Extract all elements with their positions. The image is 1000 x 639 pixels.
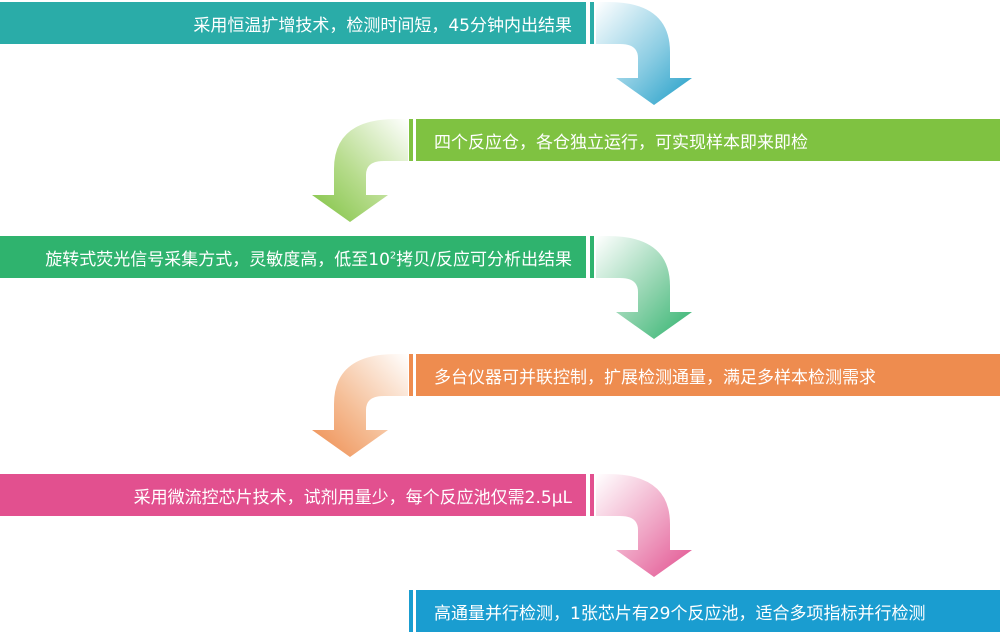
step-3-text-main: 旋转式荧光信号采集方式，灵敏度高，低至10 [45,249,390,270]
step-5-bar: 采用微流控芯片技术，试剂用量少，每个反应池仅需2.5μL [0,474,586,516]
step-4-separator [409,354,413,396]
step-6-separator [409,590,413,632]
step-4-text: 多台仪器可并联控制，扩展检测通量，满足多样本检测需求 [434,367,876,388]
step-3-text: 旋转式荧光信号采集方式，灵敏度高，低至102拷贝/反应可分析出结果 [45,245,572,270]
step-1-bar: 采用恒温扩增技术，检测时间短，45分钟内出结果 [0,2,586,44]
step-2-separator [409,119,413,161]
step-5-separator [590,474,594,516]
flow-arrow-1 [596,2,692,105]
flow-arrow-5 [596,474,692,577]
step-2-bar: 四个反应仓，各仓独立运行，可实现样本即来即检 [416,119,1000,161]
flow-arrow-3 [596,236,692,339]
step-3-text-superscript: 2 [389,249,397,261]
step-6-bar: 高通量并行检测，1张芯片有29个反应池，适合多项指标并行检测 [416,590,1000,632]
step-3-text-tail: 拷贝/反应可分析出结果 [396,249,572,270]
step-2-text: 四个反应仓，各仓独立运行，可实现样本即来即检 [434,132,808,153]
step-3-bar: 旋转式荧光信号采集方式，灵敏度高，低至102拷贝/反应可分析出结果 [0,236,586,278]
flow-arrow-4 [312,354,408,457]
step-1-text: 采用恒温扩增技术，检测时间短，45分钟内出结果 [193,15,572,36]
step-3-separator [590,236,594,278]
step-6-text: 高通量并行检测，1张芯片有29个反应池，适合多项指标并行检测 [434,603,926,624]
step-1-separator [590,2,594,44]
step-4-bar: 多台仪器可并联控制，扩展检测通量，满足多样本检测需求 [416,354,1000,396]
step-5-text: 采用微流控芯片技术，试剂用量少，每个反应池仅需2.5μL [133,487,572,508]
flow-arrow-2 [312,119,408,222]
